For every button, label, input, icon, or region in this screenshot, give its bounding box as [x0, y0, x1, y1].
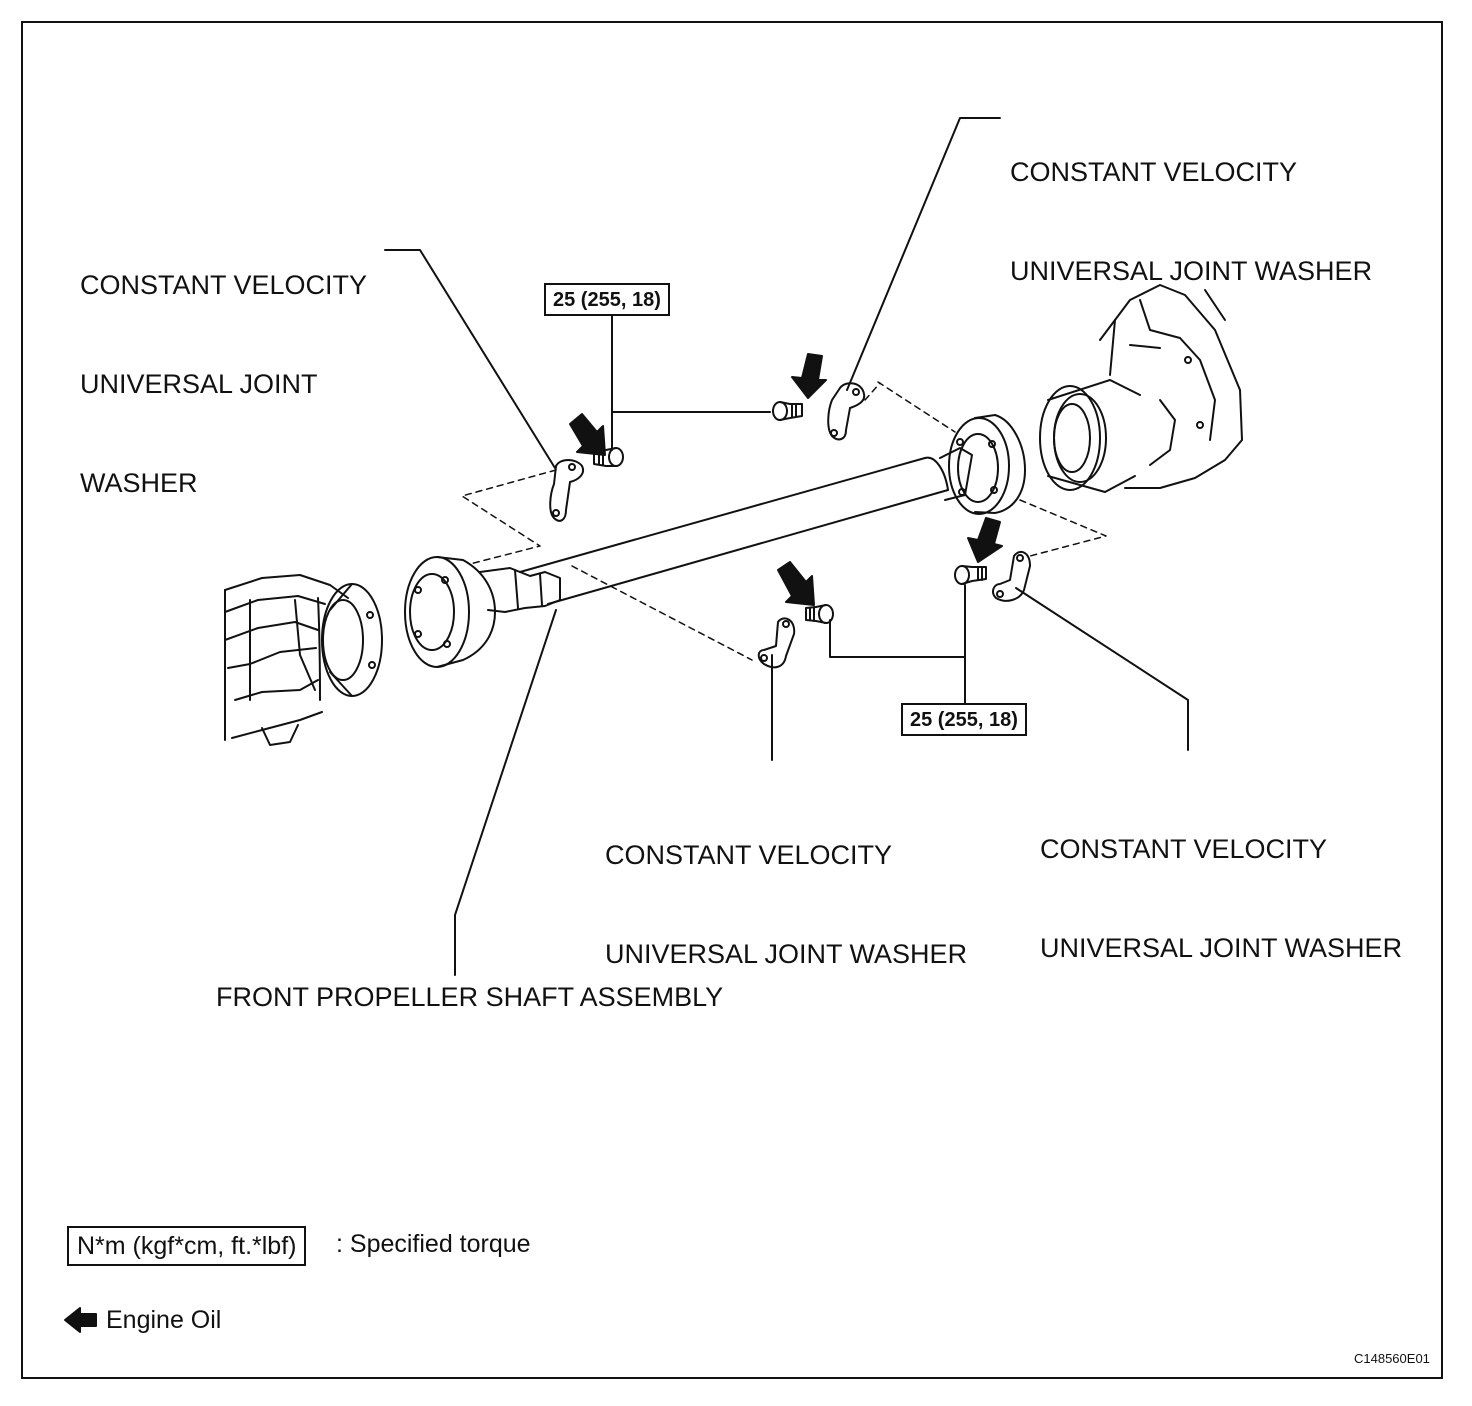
- bolt-top-left: [593, 447, 624, 467]
- figure-frame: [21, 21, 1443, 1379]
- washer-label-top-right: CONSTANT VELOCITY UNIVERSAL JOINT WASHER: [1010, 90, 1372, 321]
- washer-label-top-left-line3: WASHER: [80, 468, 198, 498]
- legend-oil-arrow-icon: [64, 1307, 97, 1333]
- washer-label-top-left-line1: CONSTANT VELOCITY: [80, 270, 368, 300]
- oil-arrow-top-left: [569, 413, 606, 456]
- shaft-label: FRONT PROPELLER SHAFT ASSEMBLY: [216, 982, 724, 1012]
- bolt-bottom-right: [954, 565, 987, 585]
- legend-torque-box: N*m (kgf*cm, ft.*lbf): [67, 1226, 307, 1266]
- washer-label-bottom-center-line2: UNIVERSAL JOINT WASHER: [605, 939, 968, 969]
- leader-lines: [384, 117, 1189, 976]
- legend-torque-text: : Specified torque: [336, 1230, 531, 1258]
- torque-spec-top: 25 (255, 18): [544, 283, 670, 316]
- transfer-case-component: [1039, 284, 1243, 493]
- alignment-dashed-lines: [461, 381, 1107, 661]
- washer-label-bottom-right-line1: CONSTANT VELOCITY: [1040, 834, 1328, 864]
- propeller-shaft-drawing: [404, 414, 1026, 668]
- bolt-top-right: [772, 401, 803, 421]
- washer-bottom-right-drawing: [992, 550, 1031, 602]
- washer-label-top-right-line2: UNIVERSAL JOINT WASHER: [1010, 256, 1373, 286]
- washer-label-bottom-right: CONSTANT VELOCITY UNIVERSAL JOINT WASHER: [1040, 767, 1402, 998]
- washer-label-bottom-right-line2: UNIVERSAL JOINT WASHER: [1040, 933, 1403, 963]
- washer-label-bottom-center: CONSTANT VELOCITY UNIVERSAL JOINT WASHER: [605, 773, 967, 1004]
- engine-side-component: [224, 574, 383, 746]
- washer-top-right-drawing: [827, 382, 866, 441]
- washer-label-top-right-line1: CONSTANT VELOCITY: [1010, 157, 1298, 187]
- legend-oil-text: Engine Oil: [106, 1306, 222, 1334]
- figure-code: C148560E01: [1354, 1351, 1430, 1366]
- washer-label-bottom-center-line1: CONSTANT VELOCITY: [605, 840, 893, 870]
- bolt-bottom-center: [805, 604, 834, 624]
- oil-arrow-bottom-center: [777, 561, 815, 606]
- oil-arrow-top-right: [791, 353, 827, 399]
- washer-top-left-drawing: [549, 459, 584, 522]
- torque-spec-bottom: 25 (255, 18): [901, 703, 1027, 736]
- washer-label-top-left-line2: UNIVERSAL JOINT: [80, 369, 318, 399]
- washer-label-top-left: CONSTANT VELOCITY UNIVERSAL JOINT WASHER: [80, 203, 367, 533]
- washer-bottom-center-drawing: [757, 617, 796, 669]
- oil-arrow-bottom-right: [967, 517, 1003, 563]
